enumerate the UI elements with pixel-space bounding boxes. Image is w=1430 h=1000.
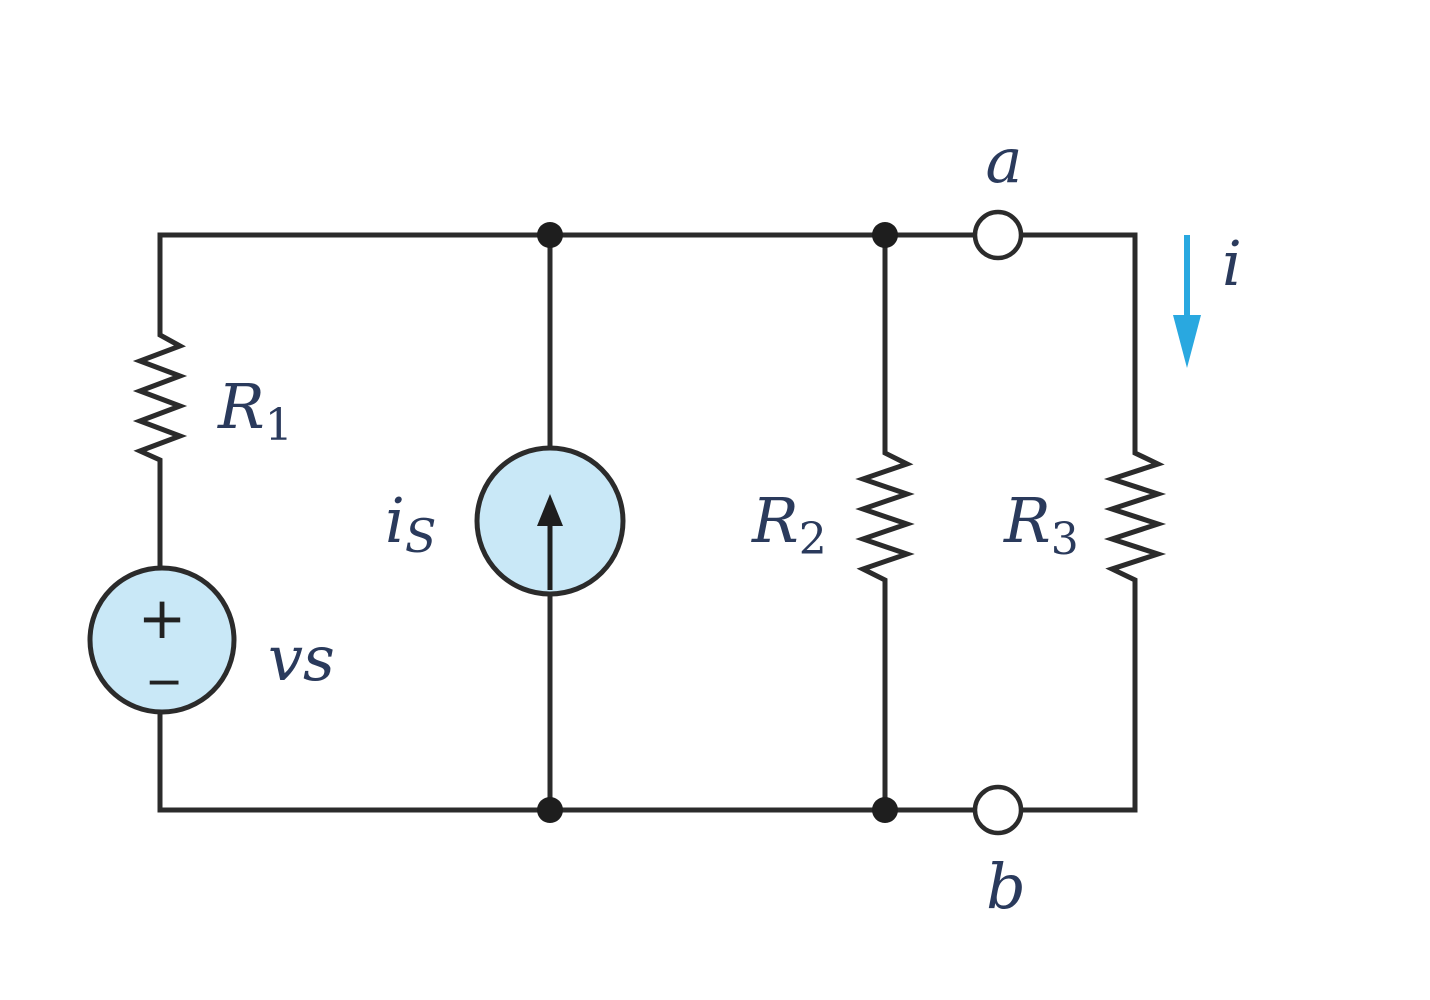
r3-label: R3: [1003, 484, 1079, 565]
voltage-minus-sign: −: [145, 654, 184, 708]
resistor-r1: [132, 325, 188, 470]
r2-label: R2: [751, 484, 827, 565]
junction-dot: [537, 797, 563, 823]
resistor-r3: [1103, 445, 1167, 594]
vs-label: vs: [268, 622, 335, 695]
r1-label: R1: [217, 370, 293, 451]
terminal-a: [972, 209, 1024, 261]
current-arrow-icon: [1173, 235, 1201, 368]
is-label: iS: [385, 484, 436, 563]
junction-dot: [872, 222, 898, 248]
voltage-plus-sign: +: [138, 584, 187, 652]
voltage-source-vs: + −: [87, 565, 237, 715]
junction-dot: [537, 222, 563, 248]
terminal-a-label: a: [986, 124, 1023, 197]
arrow-up-icon: [537, 494, 563, 526]
terminal-b: [972, 784, 1024, 836]
junction-dot: [872, 797, 898, 823]
terminal-b-label: b: [986, 850, 1026, 923]
resistor-r2: [855, 445, 915, 594]
current-i-label: i: [1222, 227, 1242, 300]
bottom-wire: [157, 709, 1138, 813]
top-wire: [157, 232, 1138, 328]
current-source-is: [474, 445, 626, 597]
